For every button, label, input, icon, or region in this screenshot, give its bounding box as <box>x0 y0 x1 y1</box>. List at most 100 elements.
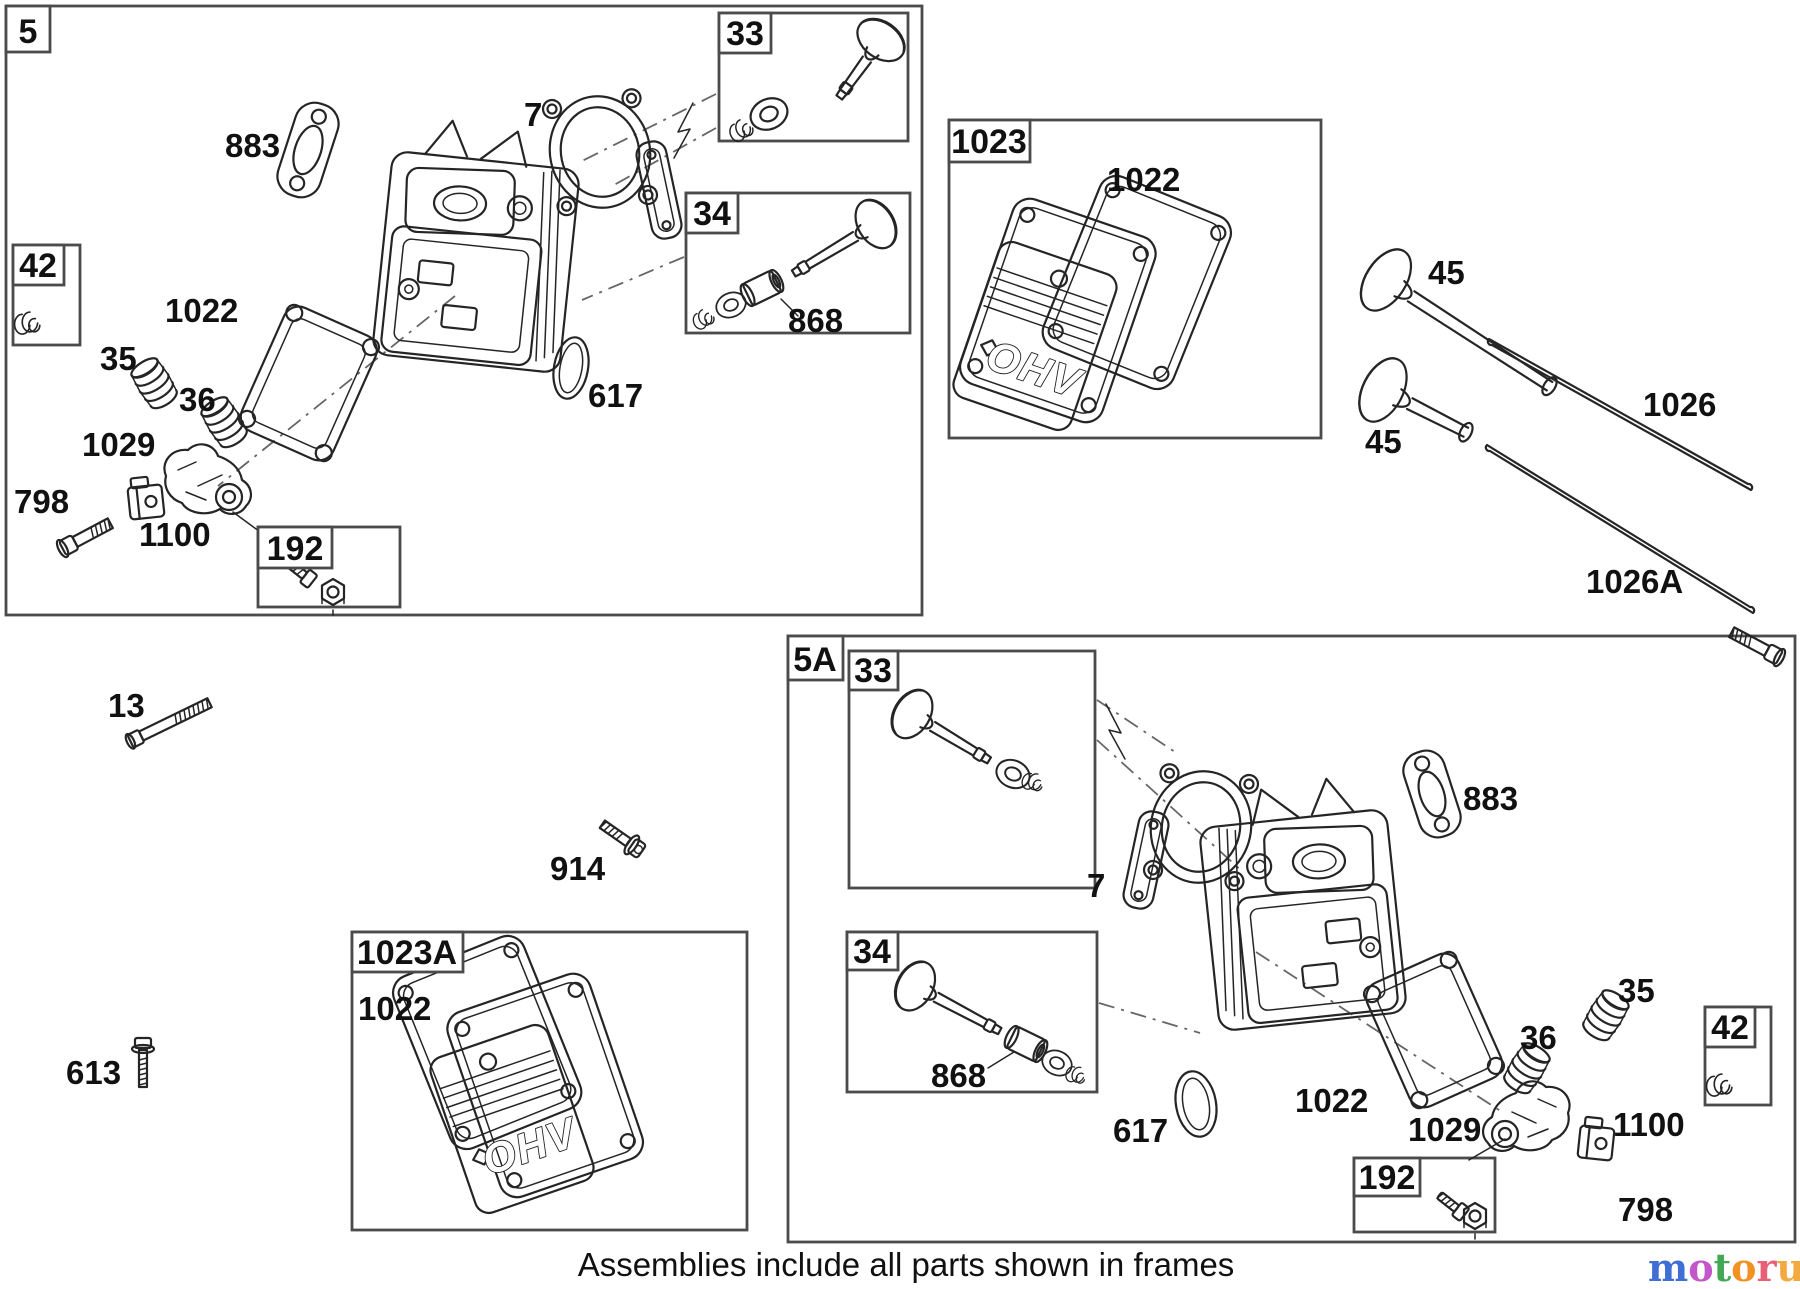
label-13: 13 <box>108 687 145 724</box>
label-883-top: 883 <box>225 127 280 164</box>
rocker-nut-1100-top <box>125 474 166 521</box>
label-883-bottom: 883 <box>1463 780 1518 817</box>
valve-seal-34-top <box>711 286 751 324</box>
label-617-bottom: 617 <box>1113 1112 1168 1149</box>
bolt-13 <box>124 697 213 750</box>
label-1022-1023: 1022 <box>1107 161 1180 198</box>
push-rod-1026a <box>1484 443 1756 615</box>
exhaust-gasket-883-top <box>276 101 340 199</box>
frame-5-tag: 5 <box>19 13 38 51</box>
frame-34-bottom-tag: 34 <box>853 933 891 971</box>
o-ring-617-bottom <box>1174 1070 1218 1138</box>
valve-keepers-34-bottom <box>1063 1062 1089 1087</box>
logo-letter-t: t <box>1714 1245 1732 1289</box>
label-1026a: 1026A <box>1586 563 1683 600</box>
leader-192-bottom <box>1468 1138 1506 1161</box>
label-1022-bottom: 1022 <box>1295 1082 1368 1119</box>
push-rod-1026 <box>1486 337 1754 492</box>
frame-33-bottom-tag: 33 <box>854 652 892 690</box>
retainer-clip-42-bottom <box>1705 1073 1733 1097</box>
frame-33-top-tag: 33 <box>726 15 764 53</box>
frame-tag-boxes <box>4 4 1757 1198</box>
screw-914 <box>598 819 647 859</box>
briggs-diamond-icon <box>472 1148 492 1166</box>
label-36-top: 36 <box>179 381 216 418</box>
label-1026: 1026 <box>1643 386 1716 423</box>
frame-42-bottom-tag: 42 <box>1711 1009 1749 1047</box>
valve-45-bottom <box>1358 357 1474 443</box>
valve-33-bottom <box>890 688 993 765</box>
valve-cover-1023a: OHV <box>429 972 645 1215</box>
label-868-bottom: 868 <box>931 1057 986 1094</box>
label-45-bottom: 45 <box>1365 423 1402 460</box>
rocker-arm-1029-top <box>163 443 253 516</box>
frame-33-top-border <box>717 11 910 143</box>
footer-caption: Assemblies include all parts shown in fr… <box>578 1246 1235 1283</box>
label-1100-bottom: 1100 <box>1613 1106 1685 1143</box>
label-1100-top: 1100 <box>139 516 211 553</box>
valve-cover-1023: OHV <box>952 197 1157 432</box>
exhaust-gasket-883-bottom <box>1402 749 1462 839</box>
logo-letter-o2: o <box>1731 1245 1756 1289</box>
screw-set-192-bottom <box>1436 1191 1488 1241</box>
screw-613 <box>130 1036 156 1089</box>
label-7-top: 7 <box>524 96 542 133</box>
label-617-top: 617 <box>588 377 643 414</box>
label-1029-top: 1029 <box>82 426 155 463</box>
retainer-clip-42-top <box>13 311 41 335</box>
rocker-nut-1100-bottom <box>1576 1115 1617 1162</box>
label-798-bottom: 798 <box>1618 1191 1673 1228</box>
frame-5a-tag: 5A <box>793 641 836 679</box>
valve-33-top <box>835 17 906 101</box>
label-613: 613 <box>66 1054 121 1091</box>
head-gasket-7-top <box>541 88 683 240</box>
valve-keepers-34-top <box>689 306 717 332</box>
valve-cover-gasket-1022-top <box>237 303 381 463</box>
label-868-top: 868 <box>788 302 843 339</box>
logo-letter-m: m <box>1648 1245 1688 1289</box>
frame-1023-border <box>947 118 1323 440</box>
frame-42-top-tag: 42 <box>19 247 57 285</box>
label-1022-1023a: 1022 <box>358 990 431 1027</box>
label-1022-top: 1022 <box>165 292 238 329</box>
label-35-bottom: 35 <box>1618 972 1655 1009</box>
leader-868-top <box>780 298 799 317</box>
frame-5-border <box>4 4 924 617</box>
frame-192-top-tag: 192 <box>267 530 324 568</box>
label-7-bottom: 7 <box>1087 867 1105 904</box>
frame-1023a-border <box>350 930 749 1232</box>
briggs-diamond-icon <box>980 339 1000 357</box>
cover-text-ohv-1023: OHV <box>981 331 1089 407</box>
valve-cover-gasket-1022-bottom <box>1362 950 1506 1110</box>
cylinder-head-bottom <box>1193 771 1409 1033</box>
label-45-top: 45 <box>1428 254 1465 291</box>
o-ring-617-top <box>552 336 590 400</box>
label-35-top: 35 <box>100 340 137 377</box>
logo-letter-u: u <box>1777 1245 1800 1289</box>
logo-letter-o1: o <box>1688 1245 1713 1289</box>
rocker-screw-798-top <box>53 513 116 560</box>
cylinder-head-top <box>370 113 586 375</box>
frame-34-top-tag: 34 <box>693 195 731 233</box>
label-798-top: 798 <box>14 483 69 520</box>
leader-868-bottom <box>987 1051 1015 1069</box>
valve-34-bottom <box>893 960 1003 1036</box>
frame-34-bottom-border <box>845 930 1099 1094</box>
label-36-bottom: 36 <box>1520 1019 1557 1056</box>
head-gasket-7-bottom <box>1122 763 1260 910</box>
frame-33-bottom-border <box>847 649 1097 890</box>
frame-192-bottom-tag: 192 <box>1359 1159 1416 1197</box>
motoruf-logo: motoruf'.de <box>1648 1245 1800 1289</box>
logo-letter-r: r <box>1757 1245 1778 1289</box>
valve-keepers-33-bottom <box>1019 769 1047 795</box>
frame-1023a-tag: 1023A <box>357 934 457 972</box>
valve-cover-gasket-1022-1023 <box>1041 174 1233 391</box>
frame-1023-tag: 1023 <box>951 123 1027 161</box>
label-914: 914 <box>550 850 606 887</box>
rocker-arm-1029-bottom <box>1481 1080 1571 1153</box>
frame-34-top-border <box>684 191 912 335</box>
valve-45-top <box>1359 248 1558 397</box>
label-1029-bottom: 1029 <box>1408 1111 1481 1148</box>
